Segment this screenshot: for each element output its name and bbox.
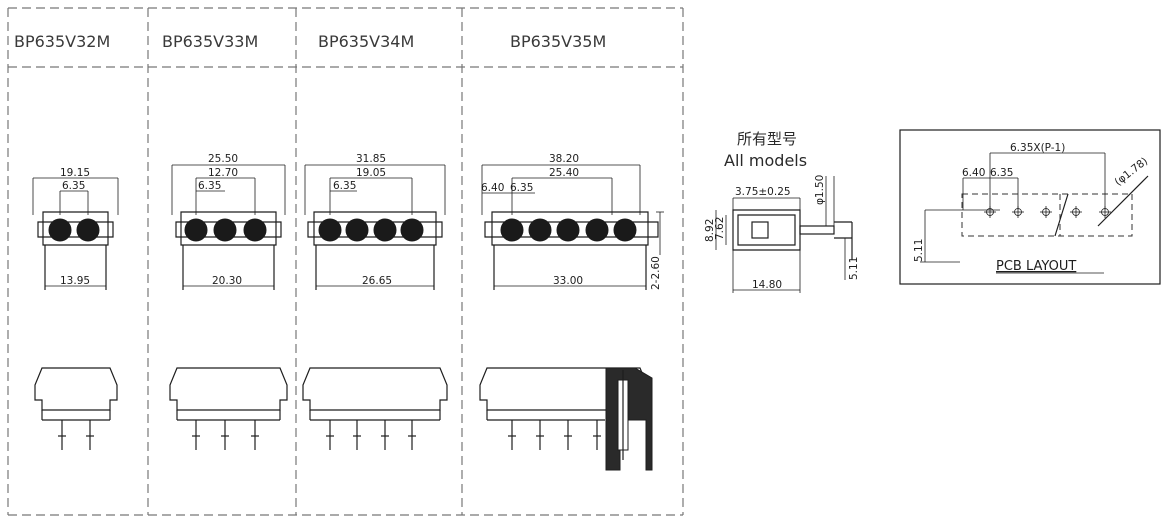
dim-second-3: 19.05 <box>356 167 386 179</box>
pcb-height-label: 5.11 <box>913 239 925 262</box>
dim-bottom-3: 26.65 <box>362 275 392 287</box>
side-view-drawing <box>715 176 853 293</box>
model-header-2: BP635V33M <box>162 32 258 51</box>
pcb-pitch-label-2: 6.35 <box>990 167 1013 179</box>
dim-pitch-3: 6.35 <box>333 180 356 192</box>
dim-pitch-4: 6.35 <box>510 182 533 194</box>
connector-front-view-4pin <box>304 164 446 290</box>
dim-height-label: 2-2.60 <box>650 256 662 290</box>
connector-side-view-3pin <box>169 367 288 450</box>
dim-pitch-2: 6.35 <box>198 180 221 192</box>
dim-height-inner: 7.62 <box>714 217 726 240</box>
connector-side-view-5pin <box>479 367 653 471</box>
pcb-hole-label: (φ1.78) <box>1112 155 1150 188</box>
dim-bottom-1: 13.95 <box>60 275 90 287</box>
pcb-offset-label: 6.40 <box>962 167 985 179</box>
dim-top-2: 25.50 <box>208 153 238 165</box>
dim-side-width: 3.75±0.25 <box>735 186 791 198</box>
connector-front-view-5pin <box>481 164 664 290</box>
dim-bottom-2: 20.30 <box>212 275 242 287</box>
connector-side-view-2pin <box>34 367 118 450</box>
pcb-pitch-label: 6.35X(P-1) <box>1010 142 1065 154</box>
dim-second-2: 12.70 <box>208 167 238 179</box>
dim-pin-length: 5.11 <box>848 257 860 280</box>
table-frame <box>7 7 684 516</box>
model-header-4: BP635V35M <box>510 32 606 51</box>
dim-offset-4: 6.40 <box>481 182 504 194</box>
dim-top-3: 31.85 <box>356 153 386 165</box>
dim-top-1: 19.15 <box>60 167 90 179</box>
model-header-1: BP635V32M <box>14 32 110 51</box>
pcb-hole-markers <box>984 206 1111 218</box>
connector-front-view-2pin <box>32 177 119 290</box>
model-header-3: BP635V34M <box>318 32 414 51</box>
dim-pitch-1: 6.35 <box>62 180 85 192</box>
pcb-layout-box <box>899 129 1161 285</box>
side-view-title-en: All models <box>724 151 807 170</box>
dim-pin-diameter: φ1.50 <box>814 175 826 205</box>
side-view-title-cn: 所有型号 <box>737 130 797 148</box>
connector-front-view-3pin <box>171 164 286 290</box>
dim-depth: 14.80 <box>752 279 782 291</box>
connector-side-view-4pin <box>302 367 448 450</box>
dim-bottom-4: 33.00 <box>553 275 583 287</box>
dim-second-4: 25.40 <box>549 167 579 179</box>
dim-top-4: 38.20 <box>549 153 579 165</box>
pcb-layout-title: PCB LAYOUT <box>996 259 1076 274</box>
dim-height-outer: 8.92 <box>704 219 716 242</box>
